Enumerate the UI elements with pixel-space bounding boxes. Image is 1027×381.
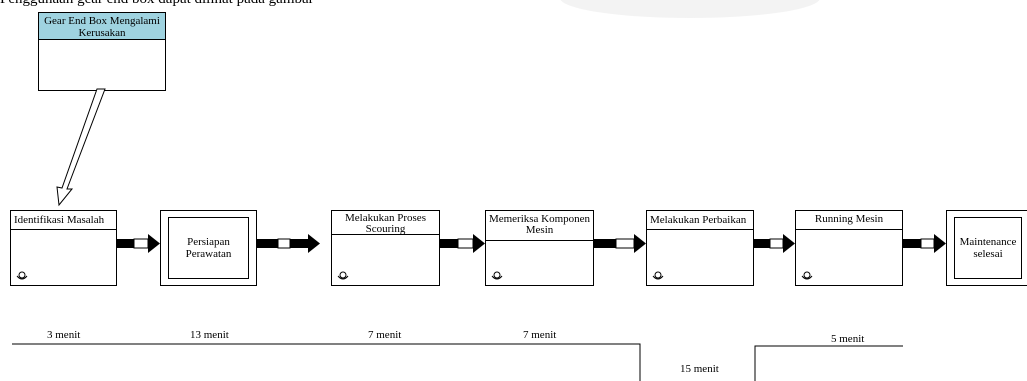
customer-box: Gear End Box Mengalami Kerusakan (38, 12, 166, 91)
operator-icon (16, 271, 28, 280)
process-box: Persiapan Perawatan (160, 210, 257, 286)
time-label: 15 menit (680, 363, 719, 375)
process-label: Running Mesin (796, 211, 902, 230)
process-label: Memeriksa Komponen Mesin (486, 211, 593, 241)
time-label: 7 menit (523, 329, 557, 341)
push-arrow-5 (754, 234, 795, 253)
timeline-line (12, 343, 641, 381)
process-box: Melakukan Proses Scouring (331, 210, 440, 286)
push-arrow-1 (117, 234, 160, 253)
process-label: Persiapan Perawatan (168, 217, 249, 279)
process-label: Maintenance selesai (954, 217, 1022, 279)
push-arrow-6 (903, 234, 946, 253)
operator-icon (801, 271, 813, 280)
time-label: 13 menit (190, 329, 229, 341)
operator-icon (337, 271, 349, 280)
time-label: 5 menit (831, 333, 865, 345)
process-label: Melakukan Perbaikan (647, 211, 753, 230)
customer-title: Gear End Box Mengalami Kerusakan (39, 13, 165, 40)
process-box: Melakukan Perbaikan (646, 210, 754, 286)
timeline-line-right (754, 345, 903, 381)
push-arrow-3 (440, 234, 485, 253)
operator-icon (491, 271, 503, 280)
operator-icon (652, 271, 664, 280)
process-box: Maintenance selesai (946, 210, 1027, 286)
process-label: Melakukan Proses Scouring (332, 211, 439, 235)
header-text: Penggunaan gear end box dapat dilihat pa… (0, 0, 314, 8)
push-arrow-2 (256, 234, 320, 253)
time-label: 3 menit (47, 329, 81, 341)
process-box: Memeriksa Komponen Mesin (485, 210, 594, 286)
hollow-arrow (56, 88, 106, 207)
process-box: Identifikasi Masalah (10, 210, 117, 286)
push-arrow-4 (594, 234, 646, 253)
time-label: 7 menit (368, 329, 402, 341)
header-fade (560, 0, 820, 18)
process-box: Running Mesin (795, 210, 903, 286)
process-label: Identifikasi Masalah (11, 211, 116, 230)
